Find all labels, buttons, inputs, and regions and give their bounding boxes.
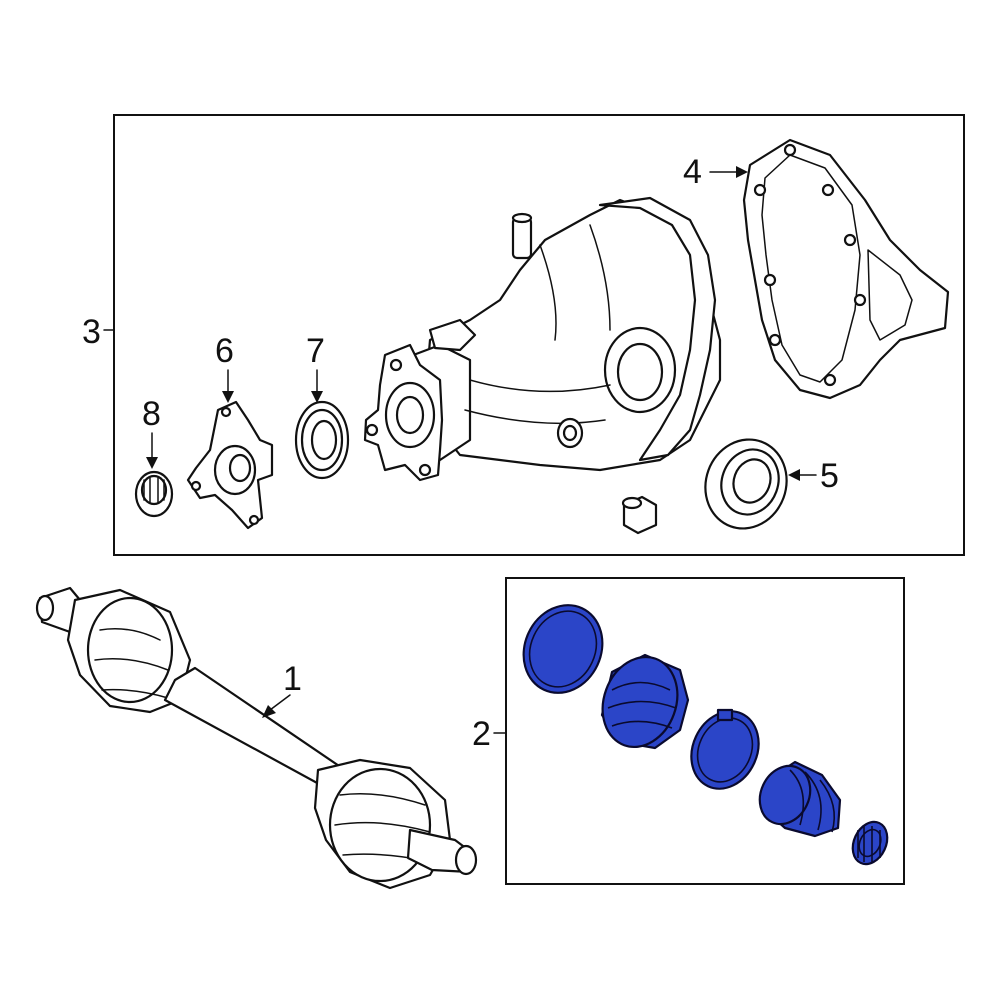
outer-cv-boot[interactable]	[751, 758, 842, 838]
callout-4[interactable]: 4	[683, 153, 702, 191]
callout-3[interactable]: 3	[82, 313, 101, 351]
callout-7-arrow	[311, 391, 323, 403]
boot-cover[interactable]	[510, 592, 617, 706]
callout-2[interactable]: 2	[472, 715, 491, 753]
boot-kit-frame	[505, 577, 905, 885]
rear-cover-gasket[interactable]	[742, 138, 950, 400]
drive-flange[interactable]	[186, 400, 274, 530]
callout-7[interactable]: 7	[306, 332, 325, 370]
pinion-seal[interactable]	[294, 400, 350, 480]
small-boot-clamp[interactable]	[846, 816, 894, 869]
callout-1-leader	[269, 694, 291, 711]
differential-assembly-frame	[113, 114, 965, 556]
inner-cv-boot[interactable]	[590, 646, 690, 757]
callout-1-arrow	[262, 705, 276, 718]
callout-4-arrow	[736, 166, 748, 178]
callout-8-arrow	[146, 457, 158, 469]
callout-5-arrow	[788, 469, 800, 481]
axle-seal[interactable]	[693, 428, 799, 540]
boot-clamp[interactable]	[679, 700, 771, 800]
callout-5[interactable]: 5	[820, 457, 839, 495]
callout-1[interactable]: 1	[283, 660, 302, 698]
differential-housing[interactable]	[363, 196, 722, 482]
flange-nut[interactable]	[134, 470, 174, 518]
axle-shaft[interactable]	[35, 586, 478, 890]
callout-8[interactable]: 8	[142, 395, 161, 433]
callout-6-arrow	[222, 391, 234, 403]
callout-6[interactable]: 6	[215, 332, 234, 370]
housing-bushing[interactable]	[621, 495, 658, 535]
